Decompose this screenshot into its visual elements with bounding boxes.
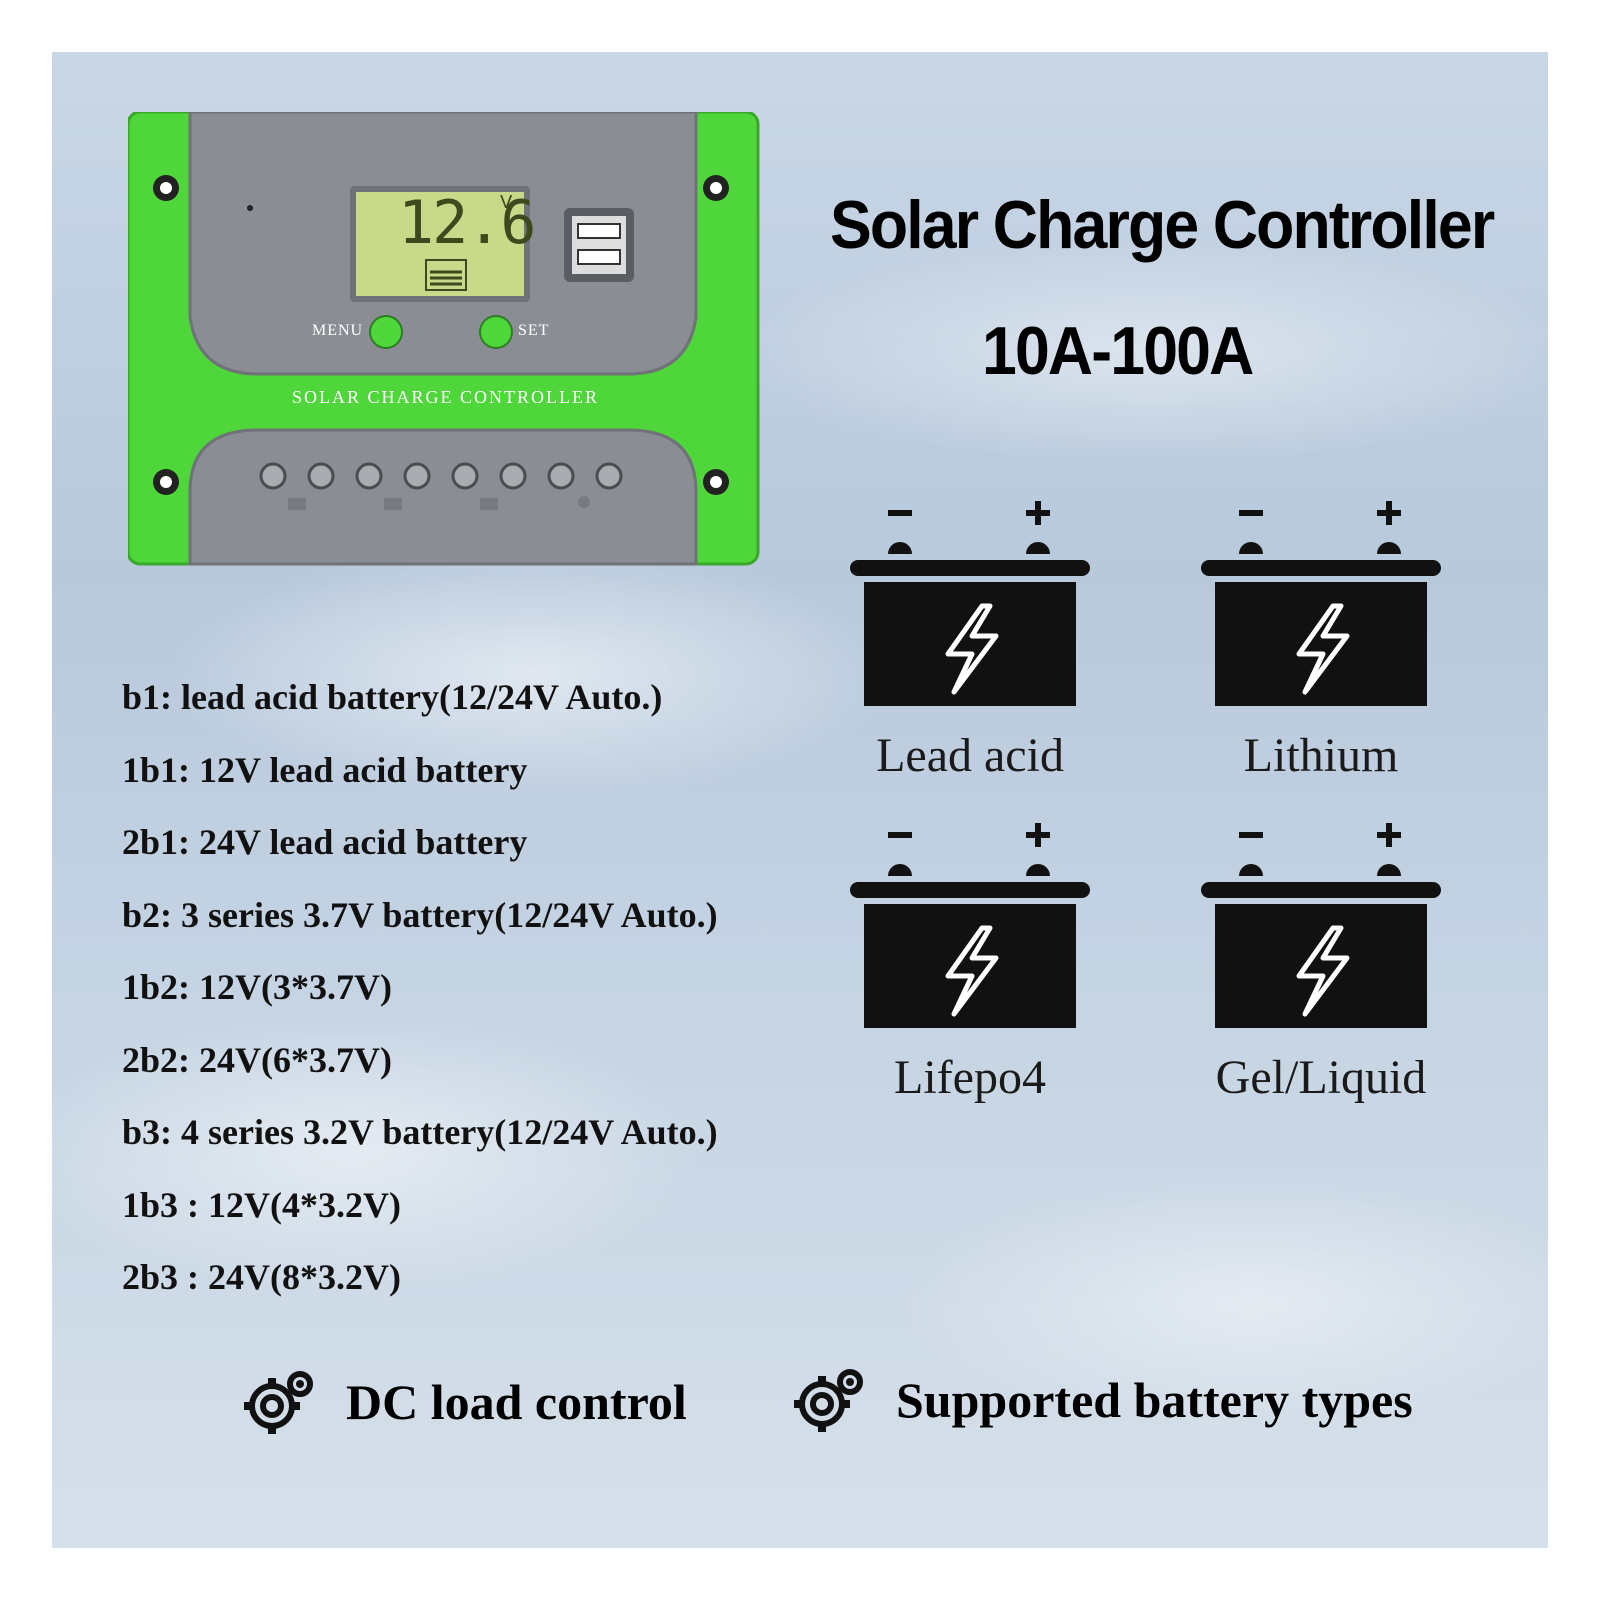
- feature-label: Supported battery types: [896, 1372, 1413, 1428]
- list-item: b2: 3 series 3.7V battery(12/24V Auto.): [122, 894, 718, 935]
- battery-type-label: Lead acid: [876, 729, 1064, 782]
- list-item: 2b1: 24V lead acid battery: [122, 822, 528, 862]
- gears-icon: [794, 1369, 863, 1432]
- list-item: 2b3 : 24V(8*3.2V): [122, 1257, 401, 1297]
- battery-type-label: Lithium: [1243, 729, 1399, 782]
- feature-supported-battery-types: Supported battery types: [790, 1364, 1413, 1436]
- current-range: 10A-100A: [982, 313, 1254, 389]
- list-item: b3: 4 series 3.2V battery(12/24V Auto.): [122, 1112, 718, 1152]
- battery-type-lifepo4: Lifepo4: [850, 818, 1110, 1118]
- gears-icon: [244, 1371, 313, 1434]
- battery-type-label: Gel/Liquid: [1215, 1051, 1427, 1104]
- list-item: 2b2: 24V(6*3.7V): [122, 1039, 392, 1080]
- battery-type-lead-acid: Lead acid: [850, 496, 1110, 796]
- list-item: 1b2: 12V(3*3.7V): [122, 967, 392, 1007]
- device-panel-label: SOLAR CHARGE CONTROLLER: [292, 387, 600, 407]
- battery-type-lithium: Lithium: [1201, 496, 1461, 796]
- battery-icon: [850, 823, 1090, 1028]
- menu-button-label: MENU: [312, 322, 364, 339]
- battery-type-gel-liquid: Gel/Liquid: [1201, 818, 1461, 1118]
- controller-device-image: 12.6 V MENU SET SOLAR CHARGE CONTROLLER: [128, 112, 776, 578]
- list-item: b1: lead acid battery(12/24V Auto.): [122, 677, 663, 717]
- page-title: Solar Charge Controller: [830, 187, 1495, 263]
- list-item: 1b1: 12V lead acid battery: [122, 749, 528, 790]
- battery-type-label: Lifepo4: [894, 1051, 1046, 1104]
- battery-icon: [1201, 501, 1441, 706]
- battery-icon: [850, 501, 1090, 706]
- lcd-unit: V: [500, 192, 513, 213]
- battery-icon: [1201, 823, 1441, 1028]
- lcd-voltage-readout: 12.6: [398, 188, 536, 258]
- controller-body-icon: [128, 112, 760, 566]
- feature-label: DC load control: [346, 1374, 687, 1430]
- set-button-label: SET: [518, 322, 550, 339]
- list-item: 1b3 : 12V(4*3.2V): [122, 1184, 401, 1225]
- battery-mode-list: b1: lead acid battery(12/24V Auto.) 1b1:…: [122, 675, 718, 1328]
- feature-dc-load-control: DC load control: [240, 1366, 687, 1438]
